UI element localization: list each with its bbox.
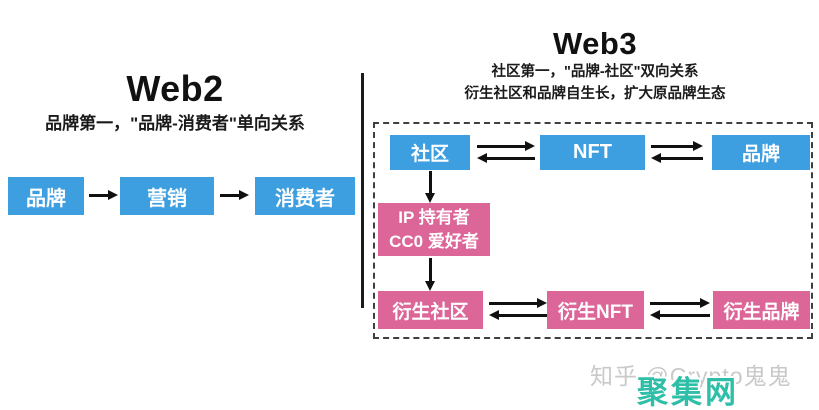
web3-node-brand: 品牌 xyxy=(712,135,810,170)
web3-node-derived-brand: 衍生品牌 xyxy=(713,291,810,329)
web3-node-derived-community: 衍生社区 xyxy=(378,291,483,329)
arrow-right-icon xyxy=(651,141,703,150)
web2-title: Web2 xyxy=(126,68,224,109)
arrow-right-icon xyxy=(489,298,547,307)
arrow-down-icon xyxy=(425,171,434,203)
web2-node-marketing: 营销 xyxy=(120,177,214,215)
arrow-right-icon xyxy=(89,190,118,199)
web2-node-brand: 品牌 xyxy=(8,177,84,215)
web3-node-derived-nft: 衍生NFT xyxy=(547,291,644,329)
web3-node-community: 社区 xyxy=(390,135,470,170)
web2-node-consumer: 消费者 xyxy=(255,177,355,215)
arrow-right-icon xyxy=(477,141,535,150)
arrow-left-icon xyxy=(650,310,710,319)
arrow-right-icon xyxy=(220,190,249,199)
arrow-left-icon xyxy=(489,310,547,319)
web3-diagram-frame xyxy=(373,122,813,339)
web3-title: Web3 xyxy=(552,26,638,61)
web3-node-nft: NFT xyxy=(540,135,645,170)
web3-node-ip-holders: IP 持有者 CC0 爱好者 xyxy=(378,203,490,256)
web3-subtitle-line1: 社区第一，"品牌-社区"双向关系 xyxy=(491,64,699,80)
watermark-author: 知乎 @Crypto鬼鬼 xyxy=(590,363,792,389)
vertical-divider xyxy=(361,73,364,308)
ip-holders-line2: CC0 爱好者 xyxy=(389,231,479,251)
web3-subtitle-line2: 衍生社区和品牌自生长，扩大原品牌生态 xyxy=(464,86,726,102)
arrow-down-icon xyxy=(425,258,434,291)
arrow-left-icon xyxy=(651,153,703,162)
arrow-right-icon xyxy=(650,298,710,307)
watermark-site-logo: 聚集网 xyxy=(637,375,739,410)
ip-holders-line1: IP 持有者 xyxy=(398,207,470,227)
arrow-left-icon xyxy=(477,153,535,162)
web2-subtitle: 品牌第一，"品牌-消费者"单向关系 xyxy=(45,114,305,133)
